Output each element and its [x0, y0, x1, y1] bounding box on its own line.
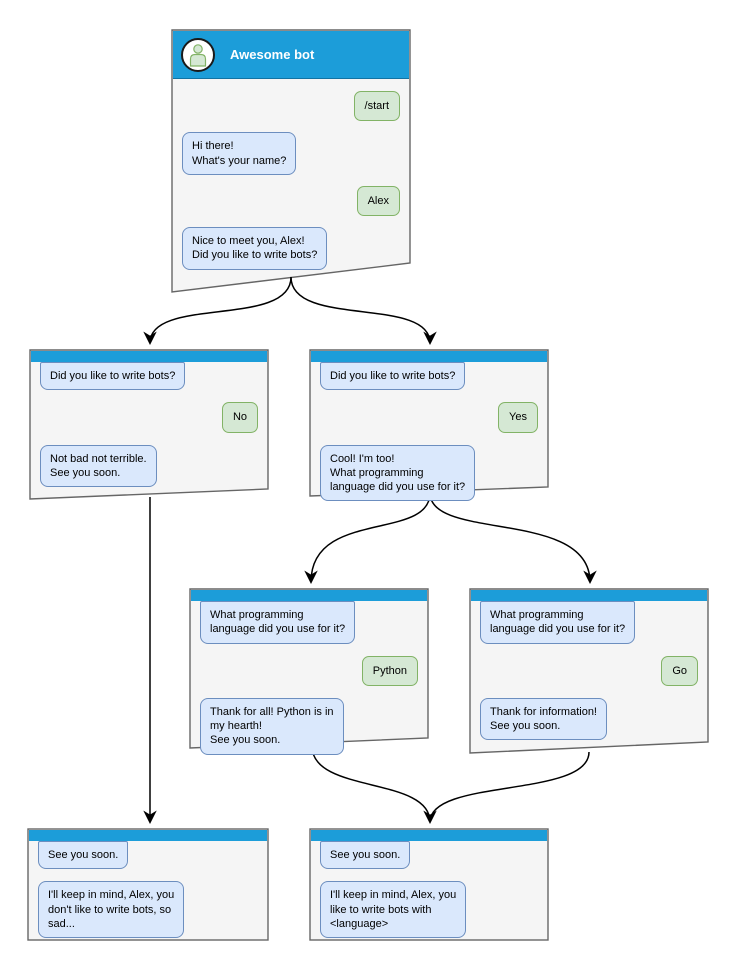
- edge-python-to-end: [311, 745, 437, 825]
- chat-node-root[interactable]: Awesome bot /start Hi there! What's your…: [172, 30, 410, 292]
- node-title-strip: [29, 830, 267, 841]
- bot-message-bubble: Cool! I'm too! What programming language…: [320, 444, 476, 502]
- edge-yes-to-python: [304, 492, 431, 585]
- edge-yes-to-go: [429, 492, 597, 585]
- chat-node-go-branch[interactable]: What programming language did you use fo…: [470, 589, 708, 753]
- bot-message-bubble: Hi there! What's your name?: [182, 132, 297, 175]
- user-message-bubble: Yes: [498, 402, 538, 433]
- chat-title: Awesome bot: [230, 47, 315, 62]
- node-title-strip: [191, 590, 427, 601]
- chat-node-python-branch[interactable]: What programming language did you use fo…: [190, 589, 428, 755]
- edge-go-to-end: [429, 751, 590, 823]
- chat-node-end-no[interactable]: See you soon. I'll keep in mind, Alex, y…: [28, 829, 268, 940]
- bot-message-bubble: Not bad not terrible. See you soon.: [40, 444, 157, 488]
- user-message-bubble: Alex: [356, 185, 400, 217]
- user-message-bubble: /start: [353, 91, 400, 122]
- chat-node-end-yes[interactable]: See you soon. I'll keep in mind, Alex, y…: [310, 829, 548, 940]
- bot-message-bubble: Did you like to write bots?: [40, 362, 186, 391]
- node-title-strip: [471, 590, 707, 601]
- edge-root-to-no: [143, 276, 292, 346]
- user-message-bubble: Python: [361, 655, 418, 686]
- bot-message-bubble: What programming language did you use fo…: [480, 601, 636, 644]
- bot-message-bubble: What programming language did you use fo…: [200, 601, 356, 644]
- person-icon: [189, 43, 207, 67]
- node-title-strip: [311, 830, 547, 841]
- chat-node-yes-branch[interactable]: Did you like to write bots? Yes Cool! I'…: [310, 350, 548, 502]
- edge-root-to-yes: [290, 276, 437, 346]
- bot-message-bubble: Did you like to write bots?: [320, 362, 466, 391]
- bot-message-bubble: I'll keep in mind, Alex, you don't like …: [38, 881, 185, 939]
- bot-message-bubble: Thank for information! See you soon.: [480, 697, 607, 741]
- bot-message-bubble: See you soon.: [38, 841, 129, 870]
- chat-header: Awesome bot: [173, 31, 409, 79]
- chat-node-no-branch[interactable]: Did you like to write bots? No Not bad n…: [30, 350, 268, 499]
- node-title-strip: [311, 351, 547, 362]
- bot-message-bubble: I'll keep in mind, Alex, you like to wri…: [320, 881, 467, 939]
- bot-message-bubble: See you soon.: [320, 841, 411, 870]
- node-title-strip: [31, 351, 267, 362]
- bot-avatar: [181, 37, 215, 72]
- bot-message-bubble: Nice to meet you, Alex! Did you like to …: [182, 227, 328, 270]
- user-message-bubble: Go: [661, 655, 698, 686]
- bot-message-bubble: Thank for all! Python is in my hearth! S…: [200, 697, 344, 755]
- user-message-bubble: No: [221, 402, 258, 433]
